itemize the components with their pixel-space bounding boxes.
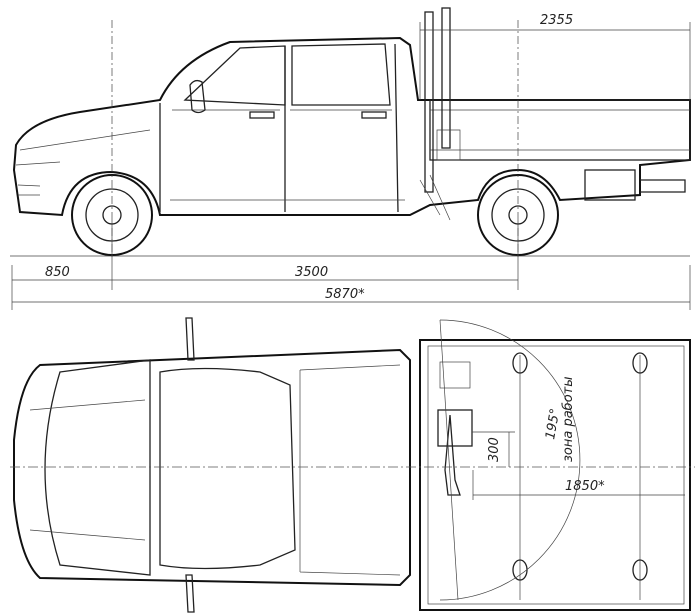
dimension-lines-side xyxy=(11,20,691,310)
dimension-lines-top xyxy=(10,431,695,500)
working-zone-label: зона работы xyxy=(561,377,576,463)
side-view-vehicle xyxy=(10,7,691,257)
dim-wheelbase: 3500 xyxy=(295,265,328,280)
dim-bed-length: 2355 xyxy=(540,13,573,28)
dim-rotation-angle: 195° xyxy=(543,407,563,440)
dim-reach: 1850* xyxy=(565,479,605,494)
dim-overall-length: 5870* xyxy=(325,287,365,302)
dim-front-overhang: 850 xyxy=(45,265,70,280)
top-view-vehicle xyxy=(13,317,691,613)
crane-working-zone xyxy=(439,319,581,601)
dim-crane-offset: 300 xyxy=(487,437,502,462)
